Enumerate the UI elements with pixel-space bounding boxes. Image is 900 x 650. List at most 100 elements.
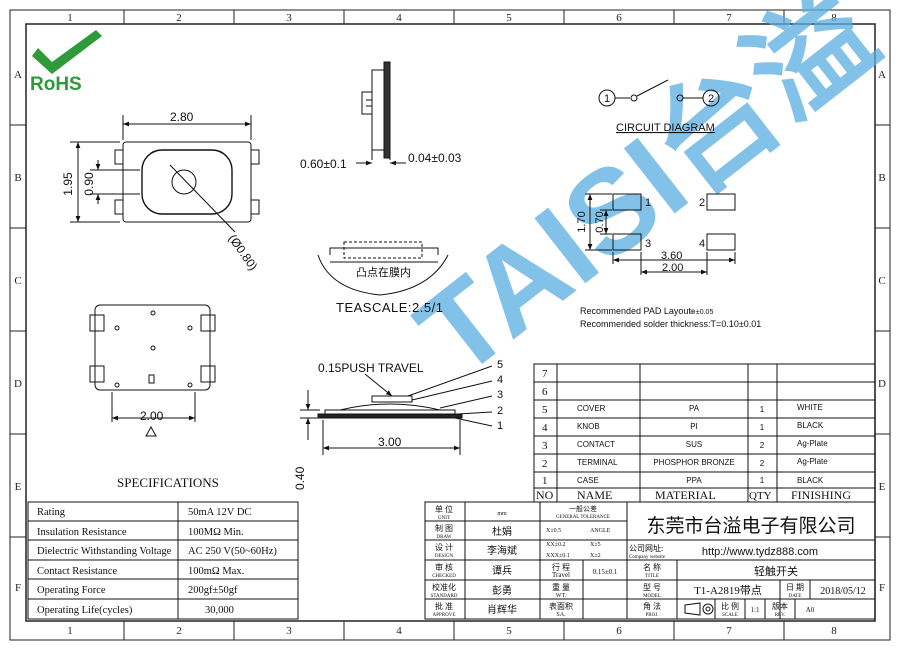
tb-date-sub: DATE (789, 594, 802, 599)
tb-standard-sub: STANDARD (431, 594, 458, 599)
spec-label: Operating Life(cycles) (37, 605, 133, 616)
detail-view (317, 241, 449, 296)
col-label-top: 5 (506, 12, 512, 24)
pad-note-1-tol: ⊕±0.05 (690, 309, 713, 316)
title-block-grid (424, 501, 876, 620)
spec-value: 30,000 (205, 605, 234, 616)
row-label-right: B (878, 172, 885, 184)
row-label-right: F (879, 582, 885, 594)
col-label-top: 2 (176, 12, 182, 24)
bom-no: 7 (542, 368, 548, 380)
detail-label: 凸点在膜内 (356, 265, 411, 279)
tb-title-sub: TITLE (645, 574, 659, 579)
tb-tol-x1: X±0.5 (546, 528, 561, 534)
tb-model-sub: MODEL (643, 594, 661, 599)
spec-value: 100mΩ Max. (188, 566, 244, 577)
row-label-left: D (14, 378, 22, 390)
circuit-diagram (598, 79, 720, 107)
callout-5: 5 (497, 359, 503, 371)
bom-material: PI (690, 422, 698, 431)
spec-label: Rating (37, 507, 66, 518)
bom-finishing: BLACK (797, 476, 824, 485)
col-label-bottom: 4 (396, 625, 402, 637)
tb-draw-label: 制 图 (435, 523, 453, 533)
bottom-view (89, 304, 216, 437)
bom-qty: 1 (760, 423, 765, 432)
row-label-left: F (15, 582, 21, 594)
spec-value: 100MΩ Min. (188, 527, 244, 538)
tb-date-label: 日 期 (786, 583, 804, 592)
dim-top-inner: 0.90 (82, 172, 96, 196)
bom-header-name: NAME (577, 488, 612, 502)
tb-approve-label: 批 准 (435, 601, 453, 611)
bom-name: KNOB (577, 422, 600, 431)
bom-header-finishing: FINISHING (791, 488, 851, 502)
col-label-bottom: 1 (67, 625, 73, 637)
dim-side-right: 0.04±0.03 (408, 151, 462, 165)
dim-top-height: 1.95 (61, 172, 75, 196)
col-label-top: 7 (726, 12, 732, 24)
pad-label-4: 4 (699, 238, 705, 250)
tb-unit-value: mm (497, 511, 507, 517)
dim-pad-inner: 2.00 (662, 262, 683, 274)
bom-no: 1 (542, 475, 548, 487)
push-travel-label: 0.15PUSH TRAVEL (318, 361, 424, 375)
bom-no: 5 (542, 404, 548, 416)
col-label-bottom: 5 (506, 625, 512, 637)
spec-label: Dielectric Withstanding Voltage (37, 546, 172, 557)
bom-header-no: NO (536, 488, 554, 502)
row-label-right: D (878, 378, 886, 390)
bom-qty: 2 (760, 459, 765, 468)
row-label-left: E (15, 481, 22, 493)
circuit-title: CIRCUIT DIAGRAM (616, 122, 715, 134)
rohs-text: RoHS (30, 74, 82, 95)
tb-scale-sub: SCALE (722, 613, 738, 618)
tb-scale-label: 比 例 (721, 601, 739, 611)
row-label-right: C (878, 275, 885, 287)
bom-name: TERMINAL (577, 458, 618, 467)
tb-tol-x2: XX±0.2 (546, 542, 565, 548)
callout-3: 3 (497, 389, 503, 401)
col-label-top: 8 (831, 12, 837, 24)
detail-scale: TEASCALE:2.5/1 (336, 300, 443, 315)
callout-2: 2 (497, 405, 503, 417)
bom-no: 4 (542, 422, 548, 434)
pad-label-1: 1 (645, 197, 651, 209)
bom-name: CONTACT (577, 440, 615, 449)
spec-value: 200gf±50gf (188, 585, 238, 596)
tb-company: 东莞市台溢电子有限公司 (646, 515, 855, 537)
bom-material: PA (689, 404, 700, 413)
top-view (70, 115, 260, 233)
tb-tol-x4: XXX±0.1 (546, 553, 570, 559)
section-view (300, 365, 493, 455)
tb-area-sub: SA. (556, 612, 566, 618)
bom-finishing: Ag-Plate (797, 457, 828, 466)
tb-rev-value: A0 (806, 606, 815, 614)
bom-qty: 1 (760, 405, 765, 414)
dim-top-width: 2.80 (170, 110, 194, 124)
pad-note-1: Recommended PAD Layout (580, 306, 691, 316)
tb-proj-sub: PROJ. (646, 613, 659, 618)
projection-icon (684, 602, 714, 616)
tb-proj-label: 角 法 (643, 601, 661, 611)
tb-design-value: 李海斌 (487, 544, 517, 557)
bom-header-material: MATERIAL (655, 488, 716, 502)
dim-pad-height: 1.70 (576, 211, 588, 232)
callout-1: 1 (497, 420, 503, 432)
dim-top-dia: (Ø0.80) (226, 232, 261, 273)
bom-qty: 2 (760, 441, 765, 450)
side-view (356, 61, 406, 166)
tb-rev-sub: REV. (775, 613, 786, 618)
dim-section-height: 0.40 (293, 466, 307, 490)
spec-title: SPECIFICATIONS (117, 475, 219, 490)
col-label-top: 3 (286, 12, 292, 24)
tb-weight-sub: WT. (556, 593, 567, 599)
tb-title-label: 名 称 (643, 562, 661, 572)
bom-finishing: WHITE (797, 403, 823, 412)
row-label-right: A (878, 69, 886, 81)
tb-design-label: 设 计 (435, 542, 453, 552)
col-label-top: 4 (396, 12, 402, 24)
tb-tol-sub: GENERAL TOLERANCE (556, 515, 610, 520)
col-label-bottom: 3 (286, 625, 292, 637)
bom-no: 2 (542, 458, 548, 470)
